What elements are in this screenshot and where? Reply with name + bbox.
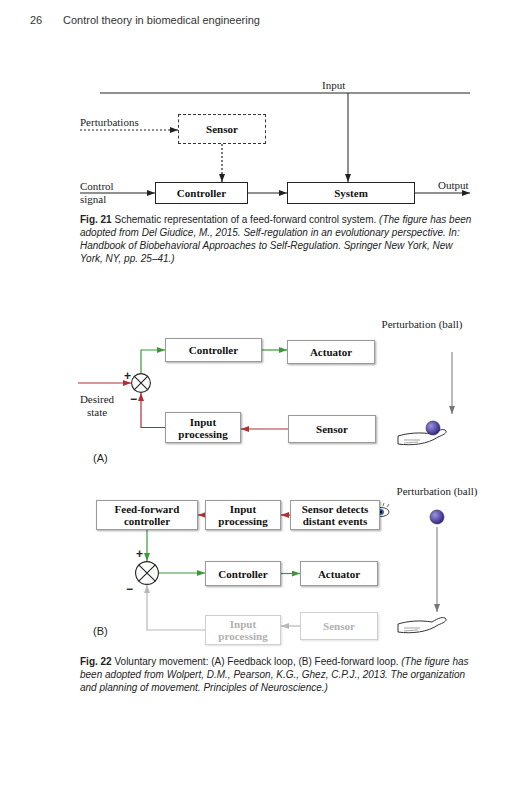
box-label: Input processing <box>168 416 238 440</box>
desired-state-arrow <box>78 382 131 383</box>
box-label: Controller <box>177 187 226 199</box>
arrow-connector <box>262 349 287 350</box>
box-label: Feed-forward controller <box>99 503 195 527</box>
junction-cross <box>134 376 148 390</box>
box-label: Sensor <box>206 123 238 135</box>
signal-label: Desired state <box>74 393 120 419</box>
box-label: Sensor <box>323 620 355 632</box>
process-box: Sensor detects distant events <box>290 500 380 530</box>
running-header: Control theory in biomedical engineering <box>63 14 260 27</box>
perturbation-arrow <box>437 527 438 612</box>
junction-symbol <box>135 561 159 585</box>
sign-label: + <box>124 370 131 382</box>
junction-cross <box>139 565 156 582</box>
junction-circle <box>132 374 151 393</box>
process-box: Controller <box>205 561 281 586</box>
box-label: Sensor detects distant events <box>293 503 377 527</box>
arrow-connector <box>221 144 222 182</box>
box-label: Input processing <box>208 618 278 642</box>
summing-junction: +− <box>131 373 151 393</box>
figure-caption: Fig. 22 Voluntary movement: (A) Feedback… <box>80 655 472 694</box>
sign-label: − <box>130 393 137 405</box>
junction-symbol <box>131 373 151 393</box>
figure-number: Fig. 22 <box>80 656 112 667</box>
box-label: Sensor <box>316 423 348 435</box>
input-arrow <box>348 93 349 182</box>
summing-junction: +− <box>135 561 159 585</box>
arrow-connector <box>281 514 290 515</box>
junction-circle <box>136 562 159 585</box>
process-box: Actuator <box>300 561 378 586</box>
hand-detail <box>404 628 420 631</box>
arrow-connector <box>146 530 147 561</box>
process-box: Sensor <box>300 612 378 640</box>
perturbation-arrow <box>452 352 453 414</box>
hand-illustration <box>398 430 446 445</box>
box-label: Controller <box>189 344 238 356</box>
panel-label: (A) <box>93 452 108 465</box>
process-box: System <box>287 182 415 204</box>
arrow-connector <box>248 192 287 193</box>
box-label: Actuator <box>318 568 360 580</box>
box-label: Controller <box>218 568 267 580</box>
process-box: Controller <box>155 182 248 204</box>
perturbation-label: Perturbation (ball) <box>395 485 479 498</box>
arrow-connector <box>141 393 165 428</box>
page-number: 26 <box>30 14 42 27</box>
process-box: Input processing <box>205 615 281 645</box>
perturbation-label: Perturbation (ball) <box>380 318 464 331</box>
box-label: Actuator <box>310 346 352 358</box>
signal-label: Output <box>438 179 469 192</box>
caption-text: Voluntary movement: (A) Feedback loop, (… <box>114 656 398 667</box>
arrow-connector <box>141 350 165 373</box>
arrow-connector <box>281 625 300 626</box>
arrow-connector <box>147 585 205 630</box>
ball-illustration <box>426 421 440 435</box>
figure-caption: Fig. 21 Schematic representation of a fe… <box>80 213 472 265</box>
input-line <box>100 93 470 94</box>
arrow-connector <box>198 514 205 515</box>
process-box: Actuator <box>287 340 375 364</box>
signal-label: Perturbations <box>80 116 139 129</box>
eye-pupil <box>380 511 382 513</box>
signal-label: Control signal <box>80 180 125 206</box>
output-arrow <box>415 193 470 194</box>
arrow-connector <box>281 573 300 574</box>
process-box: Input processing <box>165 412 241 443</box>
ball-illustration <box>430 510 444 524</box>
arrow-connector <box>159 572 205 573</box>
box-label: Input processing <box>208 503 278 527</box>
process-box: Feed-forward controller <box>96 500 198 530</box>
signal-label: Input <box>322 79 345 92</box>
box-label: System <box>334 187 368 199</box>
hand-illustration <box>398 618 446 633</box>
process-box: Controller <box>165 338 262 362</box>
process-box: Input processing <box>205 500 281 530</box>
perturbation-arrow <box>80 130 178 131</box>
sign-label: − <box>126 583 133 595</box>
caption-text: Schematic representation of a feed-forwa… <box>114 214 376 225</box>
figure-number: Fig. 21 <box>80 214 112 225</box>
hand-detail <box>404 440 420 443</box>
panel-label: (B) <box>93 625 108 638</box>
arrow-connector <box>241 428 288 429</box>
sign-label: + <box>136 548 143 560</box>
process-box: Sensor <box>178 114 266 144</box>
process-box: Sensor <box>288 415 376 443</box>
